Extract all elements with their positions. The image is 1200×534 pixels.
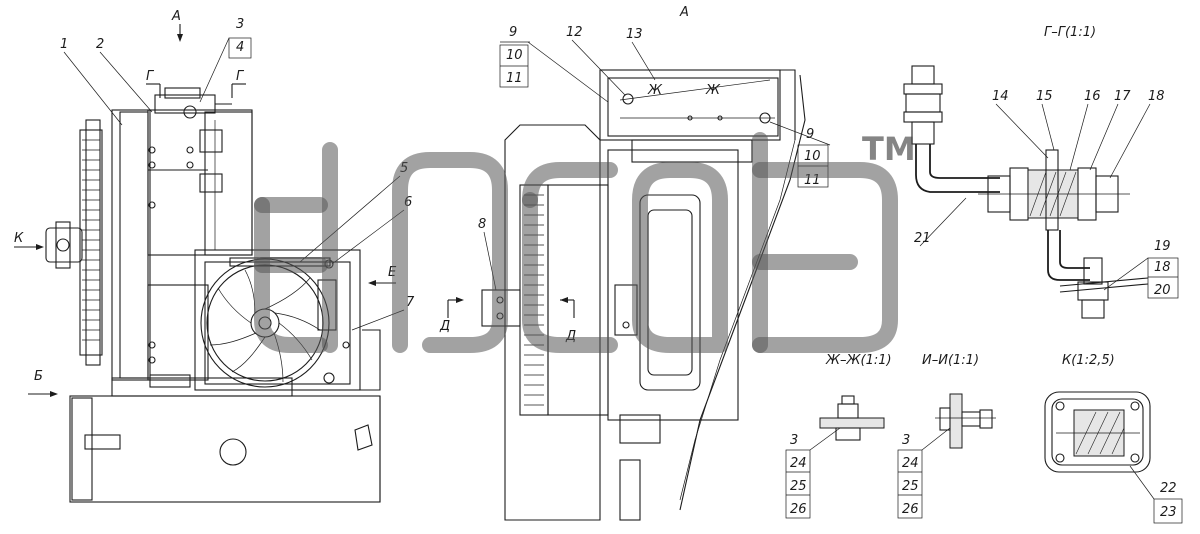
- section-gg-title: Г–Г(1:1): [1044, 25, 1096, 40]
- callout-18b: 18: [1154, 260, 1171, 275]
- callout-16: 16: [1084, 89, 1101, 104]
- callout-13: 13: [626, 27, 643, 42]
- callout-3: 3: [236, 17, 244, 32]
- middle-view-label: A: [679, 5, 689, 20]
- callout-23: 23: [1160, 505, 1177, 520]
- callout-3c: 3: [902, 433, 910, 448]
- view-k-title: К(1:2,5): [1062, 353, 1115, 368]
- filler-neck: [154, 87, 232, 119]
- callout-10b: 10: [804, 149, 821, 164]
- arrow-label-b: Б: [34, 369, 43, 384]
- arrow-label-zh1: Ж: [647, 83, 663, 98]
- section-zhzh: Ж–Ж(1:1) 3 24 25 26: [785, 353, 892, 519]
- callout-12: 12: [566, 25, 583, 40]
- view-k: К(1:2,5) 22 23: [1044, 353, 1183, 524]
- callout-26a: 26: [790, 502, 807, 517]
- callout-19: 19: [1154, 239, 1171, 254]
- callout-18a: 18: [1148, 89, 1165, 104]
- mounting-frame: [69, 329, 381, 503]
- callout-24b: 24: [902, 456, 919, 471]
- callout-7: 7: [406, 295, 415, 310]
- left-view: A: [14, 9, 464, 503]
- callout-17: 17: [1114, 89, 1131, 104]
- callout-21: 21: [914, 231, 931, 246]
- callout-25a: 25: [790, 479, 807, 494]
- callout-1: 1: [60, 37, 68, 52]
- callout-8: 8: [478, 217, 486, 232]
- section-ii-title: И–И(1:1): [922, 353, 979, 368]
- arrow-label-g2: Г: [236, 69, 245, 84]
- watermark-tm: TM: [862, 130, 916, 168]
- left-view-label: A: [171, 9, 181, 24]
- arrow-label-d1: Д: [439, 319, 450, 334]
- arrow-label-zh2: Ж: [705, 83, 721, 98]
- radiator-core: [111, 109, 253, 381]
- arrow-label-g1: Г: [146, 69, 155, 84]
- fan-motor: [45, 221, 83, 269]
- callout-26b: 26: [902, 502, 919, 517]
- section-gg: Г–Г(1:1) 14 15 16 17: [903, 25, 1179, 319]
- arrow-label-d2: Д: [565, 329, 576, 344]
- callout-10a: 10: [506, 48, 523, 63]
- callout-2: 2: [96, 37, 104, 52]
- callout-25b: 25: [902, 479, 919, 494]
- callout-11a: 11: [506, 71, 523, 86]
- callout-9a: 9: [509, 25, 517, 40]
- callout-6: 6: [404, 195, 412, 210]
- callout-15: 15: [1036, 89, 1053, 104]
- section-zhzh-title: Ж–Ж(1:1): [825, 353, 892, 368]
- callout-9b: 9: [806, 127, 814, 142]
- fan-guard-left: [79, 119, 103, 366]
- callout-22: 22: [1160, 481, 1177, 496]
- callouts-left: 1 2 3 4 5 6 7: [60, 17, 415, 331]
- callout-3b: 3: [790, 433, 798, 448]
- callout-4: 4: [236, 40, 244, 55]
- watermark-logo: TM: [254, 130, 916, 353]
- callout-20: 20: [1154, 283, 1171, 298]
- section-ii: И–И(1:1) 3 24 25 26: [897, 353, 996, 519]
- arrow-label-k: К: [14, 231, 24, 246]
- callout-14: 14: [992, 89, 1009, 104]
- callout-24a: 24: [790, 456, 807, 471]
